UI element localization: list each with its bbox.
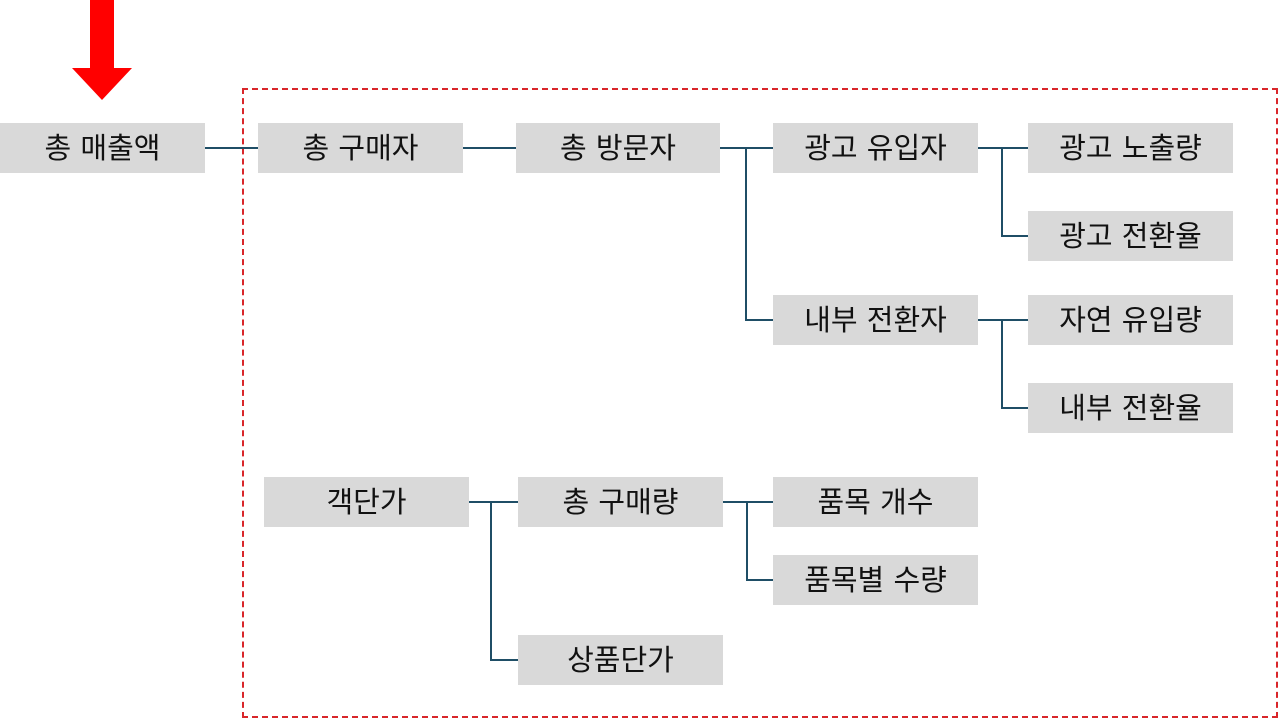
down-arrow-icon <box>72 0 132 100</box>
node-internal-conversion-rate: 내부 전환율 <box>1028 383 1233 433</box>
node-total-purchase-volume: 총 구매량 <box>518 477 723 527</box>
node-ad-inflow: 광고 유입자 <box>773 123 978 173</box>
node-total-visitors: 총 방문자 <box>516 123 720 173</box>
node-item-count: 품목 개수 <box>773 477 978 527</box>
node-ad-impressions: 광고 노출량 <box>1028 123 1233 173</box>
node-total-buyers: 총 구매자 <box>258 123 463 173</box>
node-quantity-per-item: 품목별 수량 <box>773 555 978 605</box>
node-ad-conversion-rate: 광고 전환율 <box>1028 211 1233 261</box>
node-unit-price: 상품단가 <box>518 635 723 685</box>
node-organic-inflow: 자연 유입량 <box>1028 295 1233 345</box>
node-avg-order-value: 객단가 <box>264 477 469 527</box>
node-internal-converters: 내부 전환자 <box>773 295 978 345</box>
decomposition-frame <box>242 88 1278 718</box>
node-total-revenue: 총 매출액 <box>0 123 205 173</box>
